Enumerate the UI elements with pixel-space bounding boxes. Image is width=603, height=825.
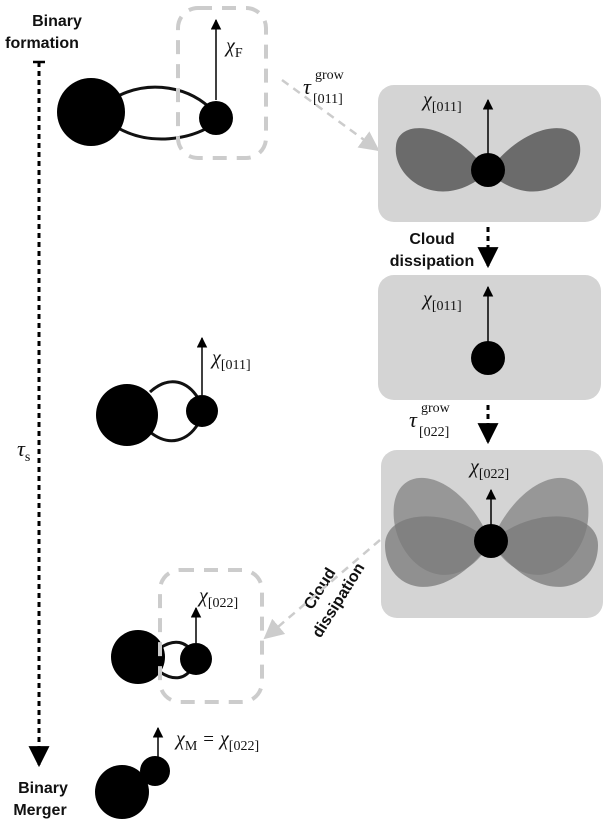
tau-grow-011: τ grow [011] bbox=[303, 68, 345, 107]
binary-stage-1: χF bbox=[57, 6, 268, 160]
primary-black-hole bbox=[57, 78, 125, 146]
binary-stage-3: χ[022] bbox=[111, 568, 264, 704]
panel-2-chi-label: χ[011] bbox=[421, 288, 462, 314]
chi-011-label: χ[011] bbox=[210, 347, 251, 373]
tau-symbol-1: τ bbox=[303, 74, 312, 99]
panel-1-black-hole bbox=[471, 153, 505, 187]
zoom-arrow-2 bbox=[263, 539, 381, 640]
secondary-black-hole-2 bbox=[186, 395, 218, 427]
timeline: Binary formation τs Binary Merger bbox=[5, 13, 82, 819]
orbit-top bbox=[117, 85, 216, 114]
merger-primary bbox=[95, 765, 149, 819]
binary-merger-label-line2: Merger bbox=[13, 802, 66, 819]
panel-3-black-hole bbox=[474, 524, 508, 558]
cloud-panel-022-growing: χ[022] bbox=[381, 450, 603, 618]
zoom-arrow-1 bbox=[281, 78, 380, 152]
cloud-dissipation-2-label: Cloud dissipation bbox=[301, 560, 368, 641]
cloud-dissipation-1-line1: Cloud bbox=[409, 231, 454, 248]
cloud-lobe-right bbox=[488, 128, 581, 192]
cloud-lower-right-lobe bbox=[491, 516, 598, 587]
binary-stage-2: χ[011] bbox=[96, 336, 251, 446]
tau-grow-sub-1: [011] bbox=[313, 92, 343, 107]
chi-022-label: χ[022] bbox=[197, 585, 238, 611]
chi-m-equation: χM=χ[022] bbox=[174, 728, 259, 754]
orbit-2-top bbox=[148, 380, 200, 399]
zoom-box-2 bbox=[158, 568, 264, 704]
cloud-dissipation-1-line2: dissipation bbox=[390, 253, 474, 270]
binary-formation-label-line1: Binary bbox=[32, 13, 82, 30]
panel-1-chi-label: χ[011] bbox=[421, 89, 462, 115]
binary-merger-label-line1: Binary bbox=[18, 780, 68, 797]
tau-grow-sup-1: grow bbox=[315, 68, 345, 83]
primary-black-hole-2 bbox=[96, 384, 158, 446]
secondary-black-hole-3 bbox=[180, 643, 212, 675]
binary-stage-merger: χM=χ[022] bbox=[95, 726, 259, 819]
tau-symbol-2: τ bbox=[409, 407, 418, 432]
orbit-bottom bbox=[117, 122, 215, 141]
panel-2-black-hole bbox=[471, 341, 505, 375]
panel-3-chi-label: χ[022] bbox=[468, 456, 509, 482]
chi-f-label: χF bbox=[224, 35, 243, 61]
binary-formation-label-line2: formation bbox=[5, 35, 79, 52]
tau-grow-022: τ grow [022] bbox=[409, 401, 451, 440]
panel-2-background bbox=[378, 275, 601, 400]
cloud-lower-left-lobe bbox=[385, 516, 491, 587]
tau-s-label: τs bbox=[17, 436, 30, 465]
zoom-box-1 bbox=[176, 6, 268, 160]
tau-grow-sub-2: [022] bbox=[419, 425, 449, 440]
cloud-panel-011-dissipated: χ[011] bbox=[378, 275, 601, 400]
secondary-black-hole bbox=[199, 101, 233, 135]
merger-secondary bbox=[140, 756, 170, 786]
orbit-2-bottom bbox=[149, 423, 200, 443]
tau-grow-sup-2: grow bbox=[421, 401, 451, 416]
cloud-panel-011-growing: χ[011] bbox=[378, 85, 601, 222]
cloud-lobe-left bbox=[395, 128, 488, 192]
primary-black-hole-3 bbox=[111, 630, 165, 684]
